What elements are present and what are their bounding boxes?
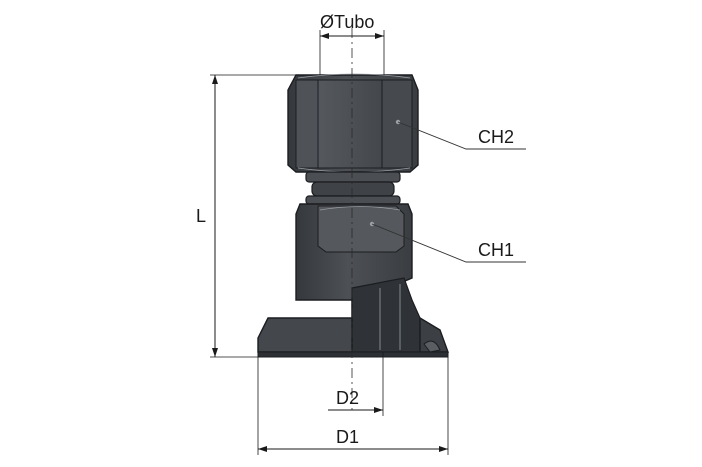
upper-hex-nut	[287, 73, 419, 173]
tube-diameter-dimension: ØTubo	[319, 12, 385, 75]
length-dimension: L	[196, 74, 298, 358]
hex-1-callout: CH1	[369, 221, 526, 263]
neck-ring-1	[305, 171, 401, 183]
upper-hex-face-left	[295, 79, 319, 169]
tube-diameter-label: ØTubo	[320, 12, 374, 32]
upper-hex-face-center	[317, 79, 383, 169]
hex-2-callout: CH2	[395, 119, 526, 150]
neck-ring-3	[305, 195, 401, 205]
neck-ring-2	[311, 181, 395, 197]
length-label: L	[196, 206, 206, 226]
lower-hex-face	[317, 205, 405, 253]
diameter-1-label: D1	[336, 427, 359, 447]
flange-body	[257, 317, 353, 353]
flange-base	[257, 351, 449, 358]
diameter-2-dimension: D2	[328, 352, 384, 416]
diameter-2-label: D2	[336, 388, 359, 408]
upper-hex-face-right	[381, 79, 413, 169]
hex-2-label: CH2	[478, 127, 514, 147]
diameter-1-dimension: D1	[257, 357, 449, 455]
hex-1-label: CH1	[478, 240, 514, 260]
flange	[257, 316, 449, 358]
neck	[305, 171, 401, 205]
